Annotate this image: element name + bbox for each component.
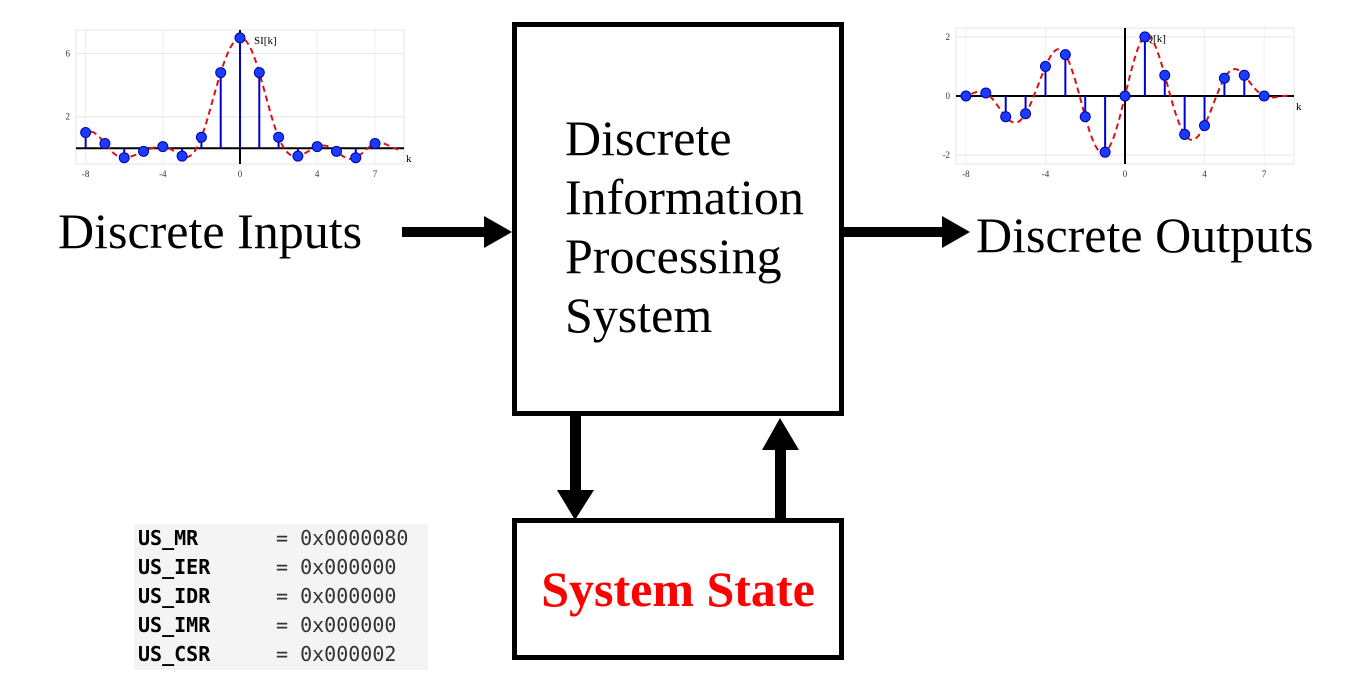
x-tick-label: -8 xyxy=(82,169,90,179)
data-point xyxy=(1139,31,1151,43)
x-tick-label: 4 xyxy=(1202,169,1207,179)
x-tick-label: 0 xyxy=(238,169,243,179)
data-point xyxy=(273,131,285,143)
data-point xyxy=(99,138,111,150)
data-point xyxy=(369,138,381,150)
x-axis-label: k xyxy=(406,153,412,165)
register-row: US_IMR = 0x000000 xyxy=(134,611,428,640)
data-point xyxy=(157,141,169,153)
register-value: = 0x000000 xyxy=(276,584,397,608)
data-point xyxy=(1099,146,1111,158)
data-point xyxy=(1000,111,1012,123)
register-value: = 0x000000 xyxy=(276,613,397,637)
data-point xyxy=(80,126,92,138)
data-point xyxy=(1020,108,1032,120)
data-point xyxy=(1059,49,1071,61)
x-axis-label: k xyxy=(1296,101,1302,113)
data-point xyxy=(234,32,246,44)
data-point xyxy=(330,145,342,157)
register-name: US_IDR xyxy=(138,584,211,608)
chart-title: SI[k] xyxy=(254,35,277,47)
data-point xyxy=(1039,60,1051,72)
register-name: US_IER xyxy=(138,555,211,579)
system-state-label: System State xyxy=(541,561,815,617)
data-point xyxy=(176,150,188,162)
data-point xyxy=(311,141,323,153)
data-point xyxy=(350,152,362,164)
register-value: = 0x000002 xyxy=(276,642,397,666)
processor-line-2: Information xyxy=(565,169,804,225)
data-point xyxy=(1119,90,1131,102)
register-row: US_CSR = 0x000002 xyxy=(134,640,428,669)
x-tick-label: -4 xyxy=(1042,169,1050,179)
x-tick-label: 0 xyxy=(1123,169,1128,179)
x-tick-label: 4 xyxy=(315,169,320,179)
data-point xyxy=(253,67,265,79)
register-row: US_IDR = 0x000000 xyxy=(134,582,428,611)
up-arrow xyxy=(762,418,799,518)
register-row: US_MR = 0x0000080 xyxy=(134,524,428,553)
y-tick-label: 6 xyxy=(66,49,71,59)
y-tick-label: 2 xyxy=(946,32,951,42)
y-tick-label: 0 xyxy=(946,91,951,101)
x-tick-label: 7 xyxy=(1262,169,1267,179)
data-point xyxy=(1238,69,1250,81)
data-point xyxy=(1258,90,1270,102)
x-tick-label: -8 xyxy=(962,169,970,179)
system-state-box: System State xyxy=(512,518,844,660)
processing-system-label: Discrete Information Processing System xyxy=(565,109,804,345)
register-name: US_CSR xyxy=(138,642,211,666)
outputs-label: Discrete Outputs xyxy=(976,207,1314,263)
data-point xyxy=(980,87,992,99)
register-value: = 0x000000 xyxy=(276,555,397,579)
y-tick-label: 2 xyxy=(66,112,71,122)
input-signal-chart: 6 2 -8 -4 0 4 7 SI[k] k xyxy=(66,29,412,179)
processor-line-1: Discrete xyxy=(565,110,732,166)
data-point xyxy=(118,152,130,164)
data-point xyxy=(1199,120,1211,132)
data-point xyxy=(1079,111,1091,123)
processor-line-4: System xyxy=(565,287,713,343)
register-name: US_MR xyxy=(138,526,199,550)
register-name: US_IMR xyxy=(138,613,211,637)
y-tick-label: -2 xyxy=(943,150,951,160)
x-tick-label: -4 xyxy=(159,169,167,179)
data-point xyxy=(1218,72,1230,84)
register-readout: US_MR = 0x0000080 US_IER = 0x000000 US_I… xyxy=(134,524,428,670)
down-arrow xyxy=(557,416,594,520)
data-point xyxy=(195,131,207,143)
x-tick-label: 7 xyxy=(373,169,378,179)
inputs-label: Discrete Inputs xyxy=(58,203,363,259)
input-arrow xyxy=(402,216,512,248)
processor-line-3: Processing xyxy=(565,228,782,284)
data-point xyxy=(1159,69,1171,81)
data-point xyxy=(960,90,972,102)
register-row: US_IER = 0x000000 xyxy=(134,553,428,582)
data-point xyxy=(215,67,227,79)
processing-system-box: Discrete Information Processing System xyxy=(512,22,844,416)
data-point xyxy=(138,145,150,157)
data-point xyxy=(292,150,304,162)
data-point xyxy=(1179,128,1191,140)
register-value: = 0x0000080 xyxy=(276,526,409,550)
output-arrow xyxy=(844,216,970,248)
